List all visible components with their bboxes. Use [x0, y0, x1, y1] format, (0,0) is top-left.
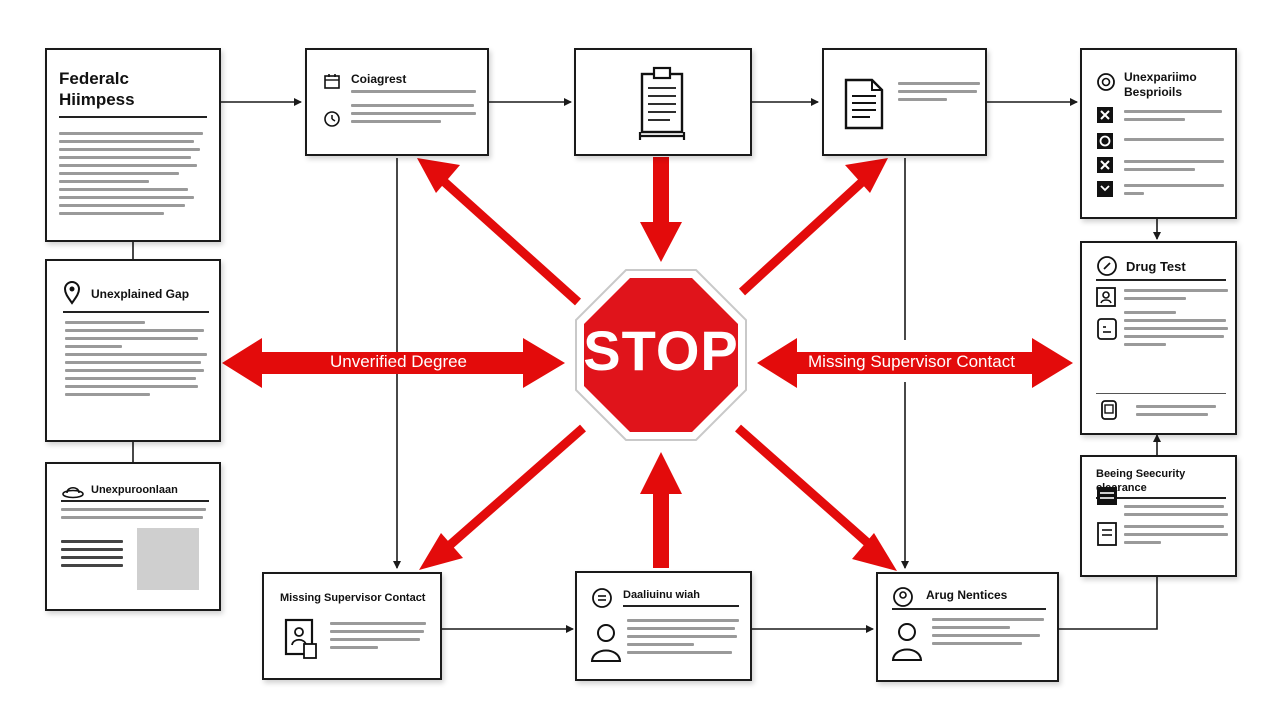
- unexpariimo-text-1: [1124, 110, 1226, 126]
- daaliuinu-title: Daaliuinu wiah: [623, 589, 701, 601]
- stop-sign: [575, 269, 747, 441]
- missing-supervisor-text-lines: [330, 622, 426, 654]
- security-title-line1: Beeing Seecurity: [1096, 468, 1186, 480]
- unexpuroonlaan-box[interactable]: Unexpuroonlaan: [45, 462, 221, 611]
- unexpariimo-title-line1: Unexpariimo: [1124, 70, 1197, 84]
- unexpuroonlaan-text-lines: [61, 540, 123, 572]
- arug-nentices-title: Arug Nentices: [926, 588, 1008, 602]
- unexpuroonlaan-title: Unexpuroonlaan: [91, 484, 178, 496]
- clock-icon: [324, 111, 340, 127]
- unexplained-gap-box[interactable]: Unexplained Gap: [45, 259, 221, 442]
- file-icon: [1097, 522, 1117, 546]
- federal-title-line1: Federalc: [59, 69, 129, 88]
- drug-test-text-1: [1124, 289, 1228, 305]
- circle-icon: [1097, 133, 1113, 149]
- badge-icon: [1097, 487, 1117, 505]
- stop-label: STOP: [583, 319, 739, 382]
- red-diagonal-arrows: [436, 174, 881, 556]
- red-arrow-left: [222, 338, 565, 388]
- red-arrow-bottom: [640, 452, 682, 568]
- federal-divider: [59, 116, 207, 118]
- security-clearance-box[interactable]: Beeing Seecurity clearance: [1080, 455, 1237, 577]
- unexpariimo-box[interactable]: Unexpariimo Besprioils: [1080, 48, 1237, 219]
- user-avatar-icon: [590, 624, 622, 662]
- clipboard-icon: [638, 66, 686, 140]
- congrest-text-top: [351, 90, 479, 98]
- drug-test-text-3: [1136, 405, 1216, 421]
- federal-text-lines: [59, 132, 209, 220]
- drug-test-divider: [1096, 279, 1226, 281]
- person-icon: [1096, 287, 1116, 307]
- federal-title-line2: Hiimpess: [59, 90, 135, 109]
- arug-divider: [892, 608, 1046, 610]
- unexpuroonlaan-divider: [61, 500, 209, 502]
- target-icon: [1097, 256, 1117, 276]
- equals-icon: [592, 588, 612, 608]
- unexpariimo-title-line2: Besprioils: [1124, 85, 1183, 99]
- id-card-icon: [284, 618, 317, 659]
- document-box[interactable]: [822, 48, 987, 156]
- security-text-2: [1124, 525, 1228, 549]
- congrest-box[interactable]: Coiagrest: [305, 48, 489, 156]
- badge-icon: [1097, 73, 1115, 91]
- arug-text-lines: [932, 618, 1044, 650]
- person-icon: [893, 587, 913, 607]
- gap-divider: [63, 311, 209, 313]
- missing-supervisor-title: Missing Supervisor Contact: [280, 592, 426, 604]
- map-pin-icon: [63, 281, 81, 305]
- red-arrows: [222, 157, 1073, 568]
- red-arrow-top: [640, 157, 682, 262]
- clipboard-box[interactable]: [574, 48, 752, 156]
- drug-test-text-2: [1124, 311, 1228, 351]
- hat-icon: [62, 486, 84, 499]
- drug-test-divider-2: [1096, 393, 1226, 394]
- security-text-1: [1124, 505, 1228, 521]
- user-avatar-icon: [891, 623, 923, 661]
- unexplained-gap-title: Unexplained Gap: [91, 287, 190, 301]
- id-card-icon: [1097, 318, 1117, 340]
- unverified-degree-label: Unverified Degree: [330, 352, 468, 371]
- red-arrow-right: [757, 338, 1073, 388]
- missing-supervisor-arrow-label: Missing Supervisor Contact: [808, 352, 1015, 371]
- daaliuinu-divider: [623, 605, 739, 607]
- target-icon: [1097, 157, 1113, 173]
- document-icon: [844, 78, 884, 130]
- unexpariimo-text-3: [1124, 160, 1226, 176]
- drug-test-title: Drug Test: [1126, 259, 1186, 274]
- daaliuinu-box[interactable]: Daaliuinu wiah: [575, 571, 752, 681]
- daaliuinu-text-lines: [627, 619, 739, 659]
- security-divider: [1096, 497, 1226, 499]
- phone-icon: [1101, 400, 1117, 420]
- unexpariimo-text-2: [1124, 138, 1226, 146]
- congrest-title: Coiagrest: [351, 72, 407, 86]
- x-square-icon: [1097, 107, 1113, 123]
- document-text-lines: [898, 82, 980, 106]
- calendar-icon: [324, 74, 340, 89]
- federal-box[interactable]: Federalc Hiimpess: [45, 48, 221, 242]
- arug-nentices-box[interactable]: Arug Nentices: [876, 572, 1059, 682]
- gap-text-lines: [65, 321, 207, 401]
- congrest-text-lines: [351, 104, 479, 128]
- drug-test-box[interactable]: Drug Test: [1080, 241, 1237, 435]
- x-square-icon: [1097, 181, 1113, 197]
- missing-supervisor-box[interactable]: Missing Supervisor Contact: [262, 572, 442, 680]
- unexpariimo-text-4: [1124, 184, 1226, 200]
- unexpuroonlaan-text-top: [61, 508, 209, 524]
- image-placeholder-icon: [137, 528, 199, 590]
